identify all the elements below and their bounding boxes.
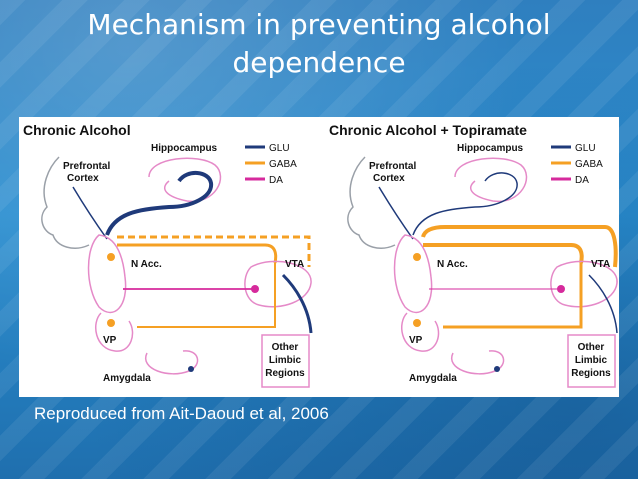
- right-gaba-projection: [423, 243, 584, 264]
- right-gaba-to-vp: [443, 263, 583, 329]
- right-vp-outline: [401, 312, 440, 352]
- diagram-panel: Chronic Alcohol Prefrontal Cortex Hippoc…: [19, 117, 619, 397]
- left-nacc-outline: [87, 234, 127, 314]
- left-amygdala-label: Amygdala: [103, 373, 151, 384]
- left-cortex-label: Cortex: [67, 173, 99, 184]
- left-hippocampus-label: Hippocampus: [151, 143, 218, 154]
- left-prefrontal-label: Prefrontal: [63, 161, 110, 172]
- diagram-chronic-alcohol: Chronic Alcohol Prefrontal Cortex Hippoc…: [23, 122, 313, 388]
- left-legend-da: DA: [269, 175, 283, 186]
- right-vta-glu-to-limbic: [588, 274, 618, 334]
- slide-title-line-1: Mechanism in preventing alcohol: [87, 8, 551, 41]
- right-other-label-2: Limbic: [575, 355, 608, 366]
- right-cortex-label: Cortex: [373, 173, 405, 184]
- left-vp-gaba-neuron: [107, 319, 115, 327]
- left-legend-glu: GLU: [269, 143, 290, 154]
- right-hippocampus-glu-projection: [412, 172, 518, 236]
- left-hippocampus-glu-projection: [105, 171, 214, 236]
- right-nacc-gaba-neuron: [413, 253, 421, 261]
- left-panel-title: Chronic Alcohol: [23, 122, 131, 138]
- left-hippocampus-outline: [148, 157, 222, 202]
- slide-title-line-2: dependence: [232, 46, 406, 79]
- left-amygdala-glu-neuron: [188, 366, 194, 372]
- right-amygdala-glu-neuron: [494, 366, 500, 372]
- right-amygdala-label: Amygdala: [409, 373, 457, 384]
- right-brain-outline: [347, 156, 396, 249]
- left-other-label-2: Limbic: [269, 355, 302, 366]
- right-nacc-outline: [393, 234, 433, 314]
- slide-title: Mechanism in preventing alcohol dependen…: [0, 6, 638, 82]
- right-vp-label: VP: [409, 335, 423, 346]
- right-nacc-label: N Acc.: [437, 259, 468, 270]
- right-hippocampus-label: Hippocampus: [457, 143, 524, 154]
- right-vta-label: VTA: [591, 259, 610, 270]
- left-nacc-label: N Acc.: [131, 259, 162, 270]
- right-panel-title: Chronic Alcohol + Topiramate: [329, 122, 527, 138]
- left-nacc-gaba-neuron: [107, 253, 115, 261]
- left-gaba-dashed-projection: [117, 235, 311, 267]
- source-caption: Reproduced from Ait-Daoud et al, 2006: [34, 404, 329, 423]
- right-prefrontal-label: Prefrontal: [369, 161, 416, 172]
- right-hippocampus-outline: [454, 157, 528, 202]
- left-gaba-to-vp: [137, 263, 276, 328]
- right-other-label-3: Regions: [571, 368, 611, 379]
- left-other-label-1: Other: [272, 342, 299, 353]
- right-legend-gaba: GABA: [575, 159, 603, 170]
- left-cortex-glu-projection: [72, 186, 108, 240]
- left-brain-outline: [41, 156, 90, 249]
- left-vp-outline: [95, 312, 134, 352]
- diagram-chronic-alcohol-topiramate: Chronic Alcohol + Topiramate Prefrontal …: [329, 122, 618, 388]
- right-legend-glu: GLU: [575, 143, 596, 154]
- left-other-label-3: Regions: [265, 368, 305, 379]
- right-vta-outline: [550, 260, 618, 308]
- diagram-svg: Chronic Alcohol Prefrontal Cortex Hippoc…: [23, 122, 618, 388]
- right-legend-da: DA: [575, 175, 589, 186]
- right-other-limbic-box: [567, 334, 616, 388]
- right-vp-gaba-neuron: [413, 319, 421, 327]
- left-other-limbic-box: [261, 334, 310, 388]
- left-legend: GLU GABA DA: [245, 143, 297, 186]
- left-gaba-projection: [117, 243, 278, 264]
- left-vp-label: VP: [103, 335, 117, 346]
- right-cortex-glu-projection: [378, 186, 414, 240]
- right-other-label-1: Other: [578, 342, 605, 353]
- left-vta-label: VTA: [285, 259, 304, 270]
- left-legend-gaba: GABA: [269, 159, 297, 170]
- left-vta-glu-to-limbic: [281, 273, 313, 334]
- right-gaba-upper-projection: [421, 225, 618, 268]
- right-legend: GLU GABA DA: [551, 143, 603, 186]
- left-vta-outline: [244, 260, 312, 308]
